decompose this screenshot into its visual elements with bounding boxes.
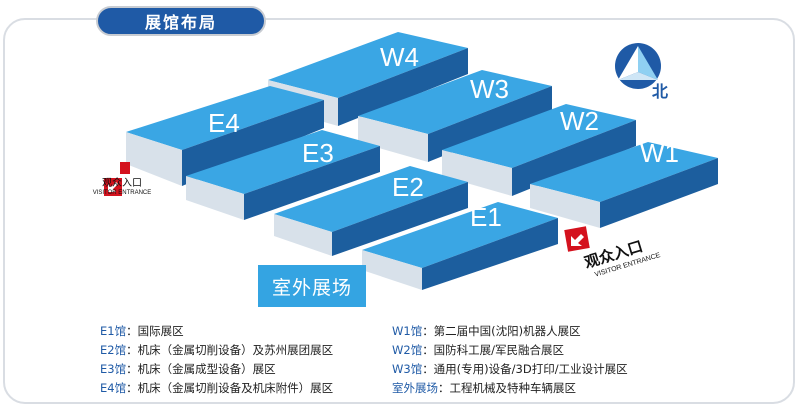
legend-item: 室外展场：工程机械及特种车辆展区 [392, 381, 576, 395]
hall-w2[interactable]: W2 [442, 104, 636, 196]
entrance-left-en: VISITOR ENTRANCE [92, 190, 152, 196]
hall-e3[interactable]: E3 [186, 130, 380, 220]
legend-item: E2馆：机床（金属切削设备）及苏州展团展区 [100, 343, 334, 357]
hall-label-w4: W4 [380, 42, 419, 72]
hall-label-w3: W3 [470, 74, 509, 104]
outdoor-exhibition-area[interactable]: 室外展场 [258, 265, 366, 307]
legend-item: W3馆：通用(专用)设备/3D打印/工业设计展区 [392, 362, 628, 376]
legend-item: W2馆：国防科工展/军民融合展区 [392, 343, 565, 357]
legend-item: E1馆：国际展区 [100, 324, 184, 338]
compass-icon [615, 43, 661, 89]
page-title: 展馆布局 [96, 6, 266, 36]
hall-w1[interactable]: W1 [530, 138, 718, 228]
hall-e4[interactable]: E4 [126, 86, 324, 186]
hall-e1[interactable]: E1 [362, 202, 558, 290]
hall-label-e4: E4 [208, 108, 240, 138]
hall-label-w2: W2 [560, 106, 599, 136]
legend-item: W1馆：第二届中国(沈阳)机器人展区 [392, 324, 581, 338]
entrance-left-label: 观众入口 VISITOR ENTRANCE [86, 178, 158, 196]
legend-east-halls: E1馆：国际展区 E2馆：机床（金属切削设备）及苏州展团展区 E3馆：机床（金属… [100, 322, 333, 398]
legend-item: E4馆：机床（金属切削设备及机床附件）展区 [100, 381, 334, 395]
hall-w3[interactable]: W3 [358, 70, 552, 162]
hall-label-e3: E3 [302, 138, 334, 168]
legend-item: E3馆：机床（金属成型设备）展区 [100, 362, 276, 376]
entrance-marker-right [564, 226, 590, 252]
entrance-marker-left [104, 162, 130, 196]
hall-label-e1: E1 [470, 202, 502, 232]
compass-north-label: 北 [652, 82, 668, 101]
hall-label-e2: E2 [392, 172, 424, 202]
entrance-left-cn: 观众入口 [102, 178, 142, 189]
hall-label-w1: W1 [640, 138, 679, 168]
hall-e2[interactable]: E2 [274, 166, 468, 256]
legend-west-halls: W1馆：第二届中国(沈阳)机器人展区 W2馆：国防科工展/军民融合展区 W3馆：… [392, 322, 628, 398]
